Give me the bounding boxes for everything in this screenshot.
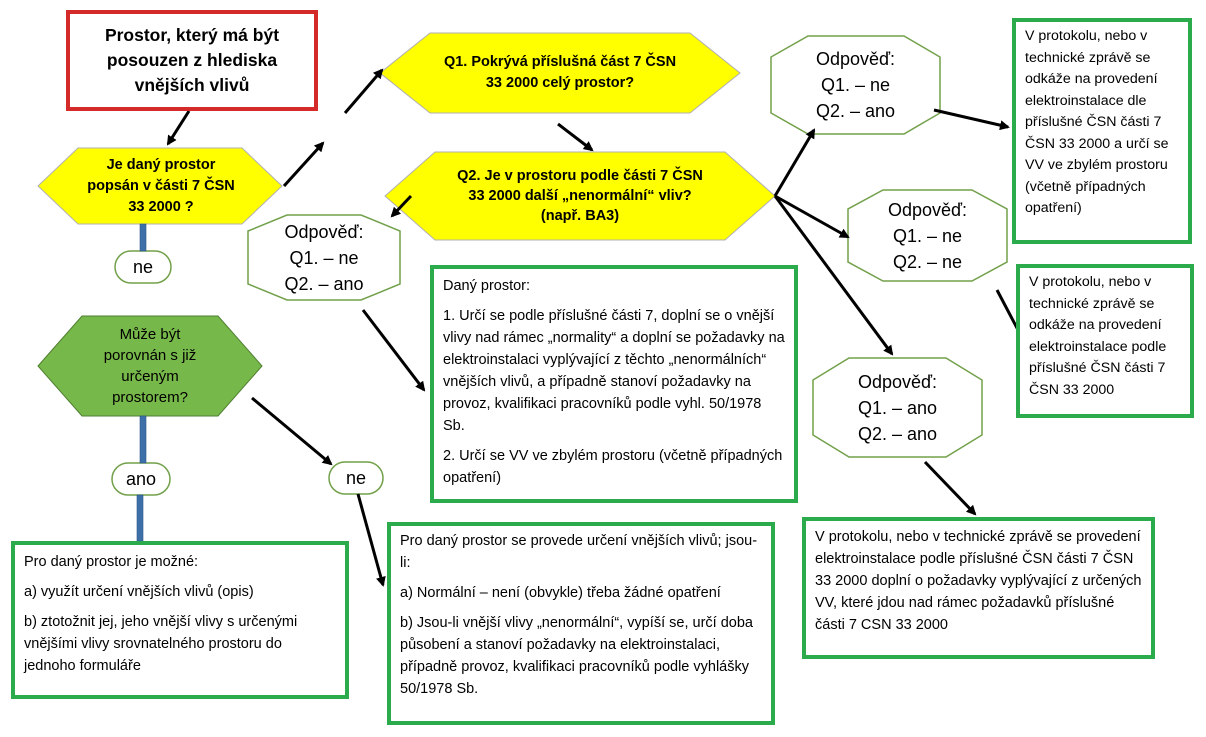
answer-ne-ne: Odpověď: Q1. – ne Q2. – ne — [848, 190, 1007, 281]
box-prostor-line1: Daný prostor: — [443, 278, 531, 294]
answer-ne-ne-q2: Q2. – ne — [892, 251, 963, 272]
decision-described-text: Je daný prostor popsán v části 7 ČSN 33 … — [87, 156, 235, 215]
box-protokol-2-text: V protokolu, nebo v technické zprávě se … — [1029, 274, 1167, 398]
box-prostor-line3: 2. Určí se VV ve zbylém prostoru (včetně… — [443, 448, 783, 486]
pill-ano-text: ano — [125, 468, 157, 489]
q1-shape — [379, 32, 741, 114]
start-box: Prostor, který má být posouzen z hledisk… — [66, 10, 318, 111]
answer-ano-ano-q2: Q2. – ano — [857, 423, 938, 444]
pill-ano: ano — [112, 463, 170, 495]
box-urceni: Pro daný prostor se provede určení vnějš… — [387, 522, 775, 725]
box-urceni-line2: a) Normální – není (obvykle) třeba žádné… — [400, 585, 721, 601]
box-protokol-2: V protokolu, nebo v technické zprávě se … — [1016, 264, 1194, 418]
pill-ne-2-text: ne — [345, 467, 367, 488]
answer-ano-ano-octagon — [812, 357, 983, 458]
answer-top-title: Odpověď: — [815, 49, 896, 69]
answer-ne-ne-q1: Q1. – ne — [892, 225, 963, 246]
box-opis-line1: Pro daný prostor je možné: — [24, 554, 199, 570]
answer-ne-ano-octagon — [247, 214, 401, 301]
box-prostor-line2: 1. Určí se podle příslušné části 7, dopl… — [443, 308, 785, 434]
decision-compare-label: Může být porovnán s již určeným prostore… — [88, 320, 212, 412]
q2-label: Q2. Je v prostoru podle části 7 ČSN 33 2… — [452, 156, 708, 236]
answer-top-q1: Q1. – ne — [820, 75, 891, 95]
box-urceni-line3: b) Jsou-li vnější vlivy „nenormální“, vy… — [400, 615, 753, 697]
box-opis-line2: a) využít určení vnějších vlivů (opis) — [24, 584, 254, 600]
answer-top-q2: Q2. – ano — [815, 101, 896, 121]
answer-top: Odpověď: Q1. – ne Q2. – ano — [771, 36, 940, 134]
decision-described-shape — [37, 147, 283, 225]
answer-ano-ano-q1: Q1. – ano — [857, 397, 938, 418]
box-opis-line3: b) ztotožnit jej, jeho vnější vlivy s ur… — [24, 614, 298, 674]
start-text: Prostor, který má být posouzen z hledisk… — [104, 25, 280, 95]
decision-described-label: Je daný prostor popsán v části 7 ČSN 33 … — [86, 152, 236, 220]
decision-compare-text: Může být porovnán s již určeným prostore… — [103, 326, 197, 406]
q2-text: Q2. Je v prostoru podle části 7 ČSN 33 2… — [457, 168, 703, 224]
pill-ne-2: ne — [329, 462, 383, 494]
answer-ne-ne-octagon — [847, 189, 1008, 282]
pill-ne-1-text: ne — [132, 256, 154, 277]
pill-ne-2-shape — [328, 461, 384, 495]
pill-ne-1: ne — [115, 251, 171, 283]
answer-ne-ano-title: Odpověď: — [284, 221, 364, 242]
box-opis: Pro daný prostor je možné: a) využít urč… — [11, 541, 349, 699]
box-prostor: Daný prostor: 1. Určí se podle příslušné… — [430, 265, 798, 503]
box-protokol-3-text: V protokolu, nebo v technické zprávě se … — [815, 529, 1142, 633]
answer-top-octagon — [770, 35, 941, 135]
blue-connectors — [136, 223, 147, 542]
answer-ne-ano: Odpověď: Q1. – ne Q2. – ano — [248, 215, 400, 300]
box-protokol-1: V protokolu, nebo v technické zprávě se … — [1012, 18, 1192, 244]
q1-text: Q1. Pokrývá příslušná část 7 ČSN 33 2000… — [443, 54, 677, 91]
box-protokol-1-text: V protokolu, nebo v technické zprávě se … — [1025, 28, 1169, 216]
answer-ne-ano-q2: Q2. – ano — [284, 273, 364, 294]
answer-ano-ano-title: Odpověď: — [857, 371, 938, 392]
q1-label: Q1. Pokrývá příslušná část 7 ČSN 33 2000… — [440, 40, 680, 106]
answer-ne-ne-title: Odpověď: — [887, 199, 968, 220]
box-urceni-line1: Pro daný prostor se provede určení vnějš… — [400, 533, 758, 571]
answer-ne-ano-q1: Q1. – ne — [289, 247, 359, 268]
decision-compare-shape — [37, 315, 263, 417]
answer-ano-ano: Odpověď: Q1. – ano Q2. – ano — [813, 358, 982, 457]
box-protokol-3: V protokolu, nebo v technické zprávě se … — [802, 517, 1155, 659]
